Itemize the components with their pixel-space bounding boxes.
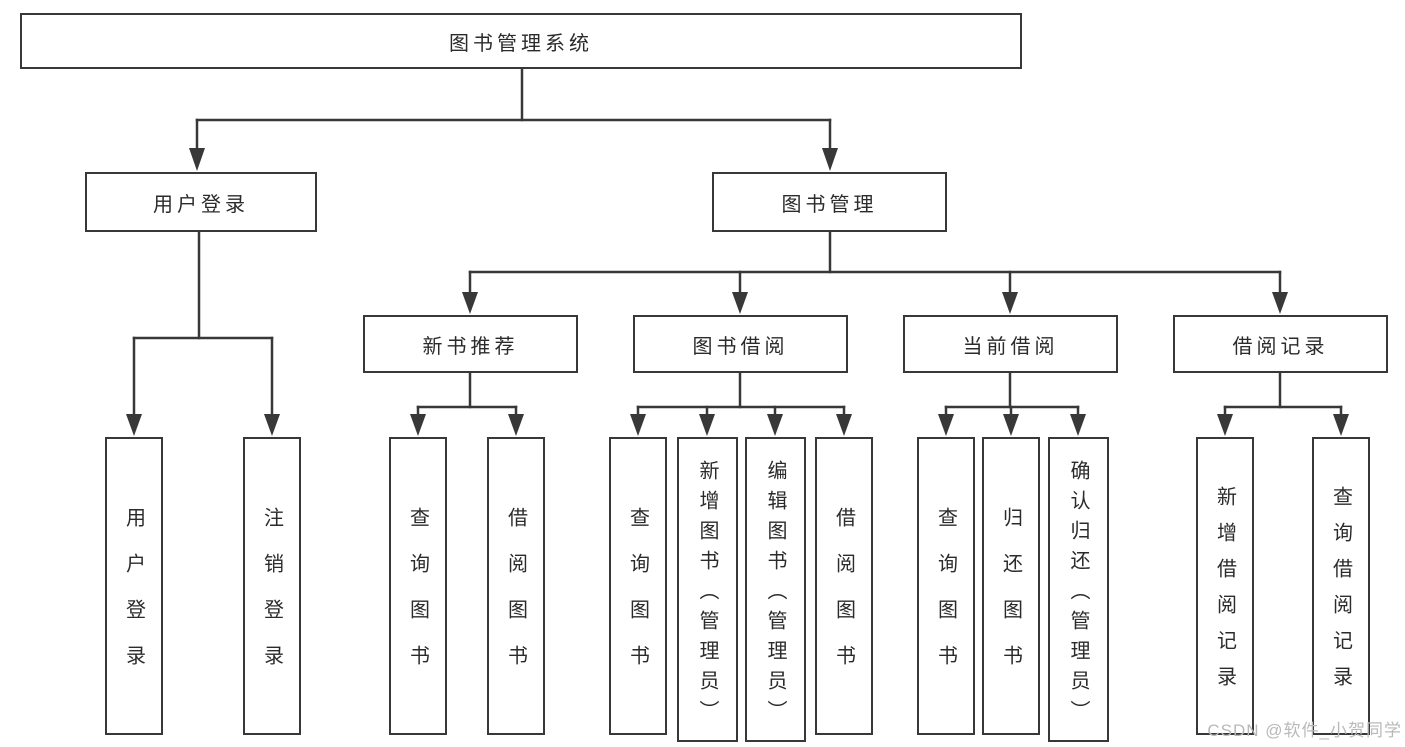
leaf-borrow-book-recommend: 借阅图书: [487, 437, 545, 735]
leaf-query-borrow-record-label: 查询借阅记录: [1329, 486, 1352, 702]
leaf-user-login-label: 用户登录: [122, 507, 145, 691]
leaf-add-borrow-record: 新增借阅记录: [1196, 437, 1254, 735]
leaf-query-book-current-label: 查询图书: [934, 507, 957, 691]
leaf-borrow-book-label: 借阅图书: [832, 507, 855, 691]
node-book-borrow-label: 图书借阅: [692, 335, 789, 358]
leaf-query-book-borrow: 查询图书: [609, 437, 667, 735]
leaf-confirm-return-admin-label: 确认归还（管理员）: [1067, 459, 1089, 730]
leaf-return-book: 归还图书: [982, 437, 1040, 735]
leaf-user-login: 用户登录: [105, 437, 163, 735]
leaf-edit-book-admin-label: 编辑图书（管理员）: [764, 459, 786, 730]
leaf-logout-label: 注销登录: [260, 507, 283, 691]
leaf-logout: 注销登录: [243, 437, 301, 735]
leaf-confirm-return-admin: 确认归还（管理员）: [1048, 437, 1109, 742]
leaf-add-borrow-record-label: 新增借阅记录: [1213, 486, 1236, 702]
node-book-management: 图书管理: [712, 172, 947, 232]
leaf-borrow-book-recommend-label: 借阅图书: [504, 507, 527, 691]
leaf-add-book-admin-label: 新增图书（管理员）: [696, 459, 718, 730]
node-book-borrow: 图书借阅: [633, 315, 848, 373]
leaf-query-book-current: 查询图书: [917, 437, 975, 735]
node-user-login-label: 用户登录: [153, 193, 249, 216]
node-book-management-label: 图书管理: [781, 193, 878, 216]
leaf-edit-book-admin: 编辑图书（管理员）: [745, 437, 806, 742]
leaf-add-book-admin: 新增图书（管理员）: [677, 437, 738, 742]
leaf-borrow-book: 借阅图书: [815, 437, 873, 735]
node-new-book-recommend-label: 新书推荐: [422, 335, 519, 358]
leaf-query-borrow-record: 查询借阅记录: [1312, 437, 1370, 735]
node-library-management-system-label: 图书管理系统: [449, 32, 593, 55]
leaf-query-book-recommend: 查询图书: [389, 437, 447, 735]
node-library-management-system: 图书管理系统: [20, 13, 1022, 69]
node-user-login: 用户登录: [85, 172, 317, 232]
node-current-borrow: 当前借阅: [903, 315, 1118, 373]
node-borrow-records-label: 借阅记录: [1232, 335, 1329, 358]
leaf-return-book-label: 归还图书: [999, 507, 1022, 691]
csdn-watermark: CSDN @软件_小贺同学: [1207, 721, 1402, 740]
node-current-borrow-label: 当前借阅: [962, 335, 1059, 358]
leaf-query-book-borrow-label: 查询图书: [626, 507, 649, 691]
node-new-book-recommend: 新书推荐: [363, 315, 578, 373]
node-borrow-records: 借阅记录: [1173, 315, 1388, 373]
leaf-query-book-recommend-label: 查询图书: [406, 507, 429, 691]
